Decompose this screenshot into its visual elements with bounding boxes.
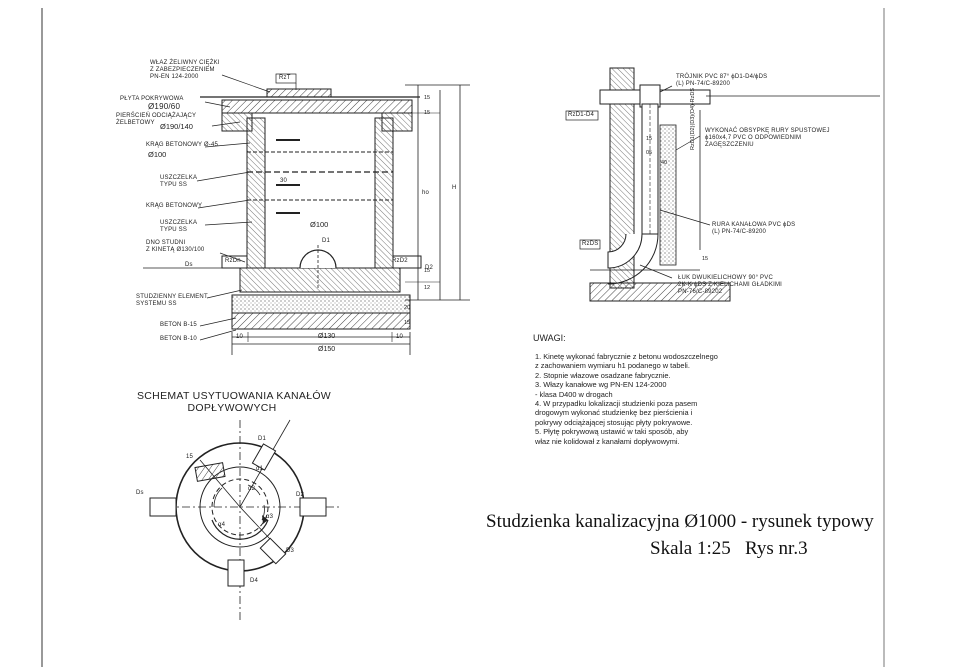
dim-05: 05 (646, 150, 653, 156)
notes-list: 1. Kinetę wykonać fabrycznie z betonu wo… (535, 352, 718, 446)
dim-12: 12 (424, 285, 431, 291)
dim-15-r1: 15 (646, 136, 653, 142)
schema-dim15: 15 (186, 454, 194, 460)
drop-height-label: RzD1(D2)(D3)(D4)-RzDS (690, 87, 696, 150)
schema-a4: α4 (218, 522, 226, 528)
manhole-cover-label: WŁAZ ŻELIWNY CIĘŻKI Z ZABEZPIECZENIEM PN… (150, 60, 220, 80)
concrete-ring-label-2: KRĄG BETONOWY (146, 203, 203, 209)
dim-15-c: 15 (404, 320, 411, 326)
drawing-title: Studzienka kanalizacyjna Ø1000 - rysunek… (486, 511, 874, 532)
step-spacing-label: 30 (280, 178, 288, 184)
note-line: 5. Płytę pokrywową ustawić w taki sposób… (535, 427, 689, 437)
dim-10-right: 10 (396, 334, 404, 340)
note-line: 3. Włazy kanałowe wg PN-EN 124-2000 (535, 380, 667, 390)
dim-15-r2: 15 (702, 256, 709, 262)
dim-h0: ho (422, 190, 430, 196)
tee-label: TRÓJNIK PVC 87° ϕD1-D4/ϕDS (L) PN-74/C-8… (676, 74, 768, 87)
dim-d130: Ø130 (318, 333, 336, 340)
notes-header: UWAGI: (533, 333, 566, 343)
schema-a1: α1 (256, 466, 264, 472)
rzdn-label: RzDn (225, 258, 241, 264)
schema-d2: D2 (296, 492, 305, 498)
inner-diameter-label: Ø100 (310, 220, 329, 229)
dim-20: 20 (404, 305, 411, 311)
note-line: pokrywy odciążającej stosując płyty pokr… (535, 417, 693, 427)
gasket-label-1: USZCZELKA TYPU SS (160, 175, 198, 188)
note-line: 1. Kinetę wykonać fabrycznie z betonu wo… (535, 352, 718, 361)
dim-15-b: 15 (424, 110, 431, 116)
schema-title: SCHEMAT USYTUOWANIA KANAŁÓW DOPŁYWOWYCH (137, 390, 332, 414)
concrete-ring-label: KRĄG BETONOWY Ø-45 (146, 142, 219, 148)
schema-d4: D4 (250, 578, 259, 584)
dim-10-left: 10 (236, 334, 244, 340)
schema-a2: α2 (248, 486, 256, 492)
schema-ds: Ds (136, 490, 144, 496)
well-bottom-label: DNO STUDNI Z KINETĄ Ø130/100 (146, 240, 205, 253)
note-line: 2. Stopnie włazowe osadzane fabrycznie. (535, 370, 671, 380)
rzd2-label: RzD2 (392, 258, 408, 264)
bend-label: ŁUK DWUKIELICHOWY 90° PVC 2K-K ϕDS Z KIE… (678, 275, 783, 295)
well-section (143, 73, 470, 355)
schema-d3: D3 (286, 548, 295, 554)
ds-left-label: Ds (185, 262, 193, 268)
relief-ring-dim: Ø190/140 (160, 122, 193, 131)
drop-connection-detail (565, 67, 880, 302)
concrete-b15-label: BETON B-15 (160, 322, 197, 328)
drawing-number: Rys nr.3 (745, 538, 808, 559)
gasket-label-2: USZCZELKA TYPU SS (160, 220, 198, 233)
d1-label: D1 (322, 238, 331, 244)
dim-d150: Ø150 (318, 346, 336, 353)
note-line: właz nie kolidował z kanałami dopływowym… (535, 436, 680, 446)
rzt-label: RzT (279, 75, 291, 81)
rzds-label: RzDS (582, 241, 599, 247)
note-line: 4. W przypadku lokalizacji studzienki po… (535, 399, 698, 409)
relief-ring-label: PIERŚCIEŃ ODCIĄŻAJĄCY ŻELBETOWY (116, 113, 197, 126)
note-line: - klasa D400 w drogach (535, 389, 613, 399)
dim-15-d: 15 (424, 268, 431, 274)
backfill-label: WYKONAĆ OBSYPKĘ RURY SPUSTOWEJ ϕ160x4,7 … (705, 128, 830, 148)
dim-15-a: 15 (424, 95, 431, 101)
drawing-scale: Skala 1:25 (650, 538, 731, 559)
schema-a3: α3 (266, 514, 274, 520)
d2-label: D2 (425, 265, 434, 271)
dim-H: H (452, 185, 457, 191)
schema-d1: D1 (258, 436, 267, 442)
rzd1-label: RzD1-D4 (568, 112, 595, 118)
well-element-label: STUDZIENNY ELEMENT SYSTEMU SS (136, 294, 208, 307)
pipe-label: RURA KANAŁOWA PVC ϕDS (L) PN-74/C-89200 (712, 222, 796, 235)
concrete-b10-label: BETON B-10 (160, 336, 197, 342)
dim-40: 40 (661, 160, 668, 166)
concrete-ring-dim: Ø100 (148, 150, 167, 159)
inflow-schematic (149, 419, 340, 620)
note-line: z zachowaniem wymiaru h1 podanego w tabe… (535, 361, 690, 371)
note-line: drogowym wykonać studzienkę bez pierście… (535, 408, 693, 418)
cover-slab-label: PŁYTA POKRYWOWA Ø190/60 (120, 96, 184, 111)
